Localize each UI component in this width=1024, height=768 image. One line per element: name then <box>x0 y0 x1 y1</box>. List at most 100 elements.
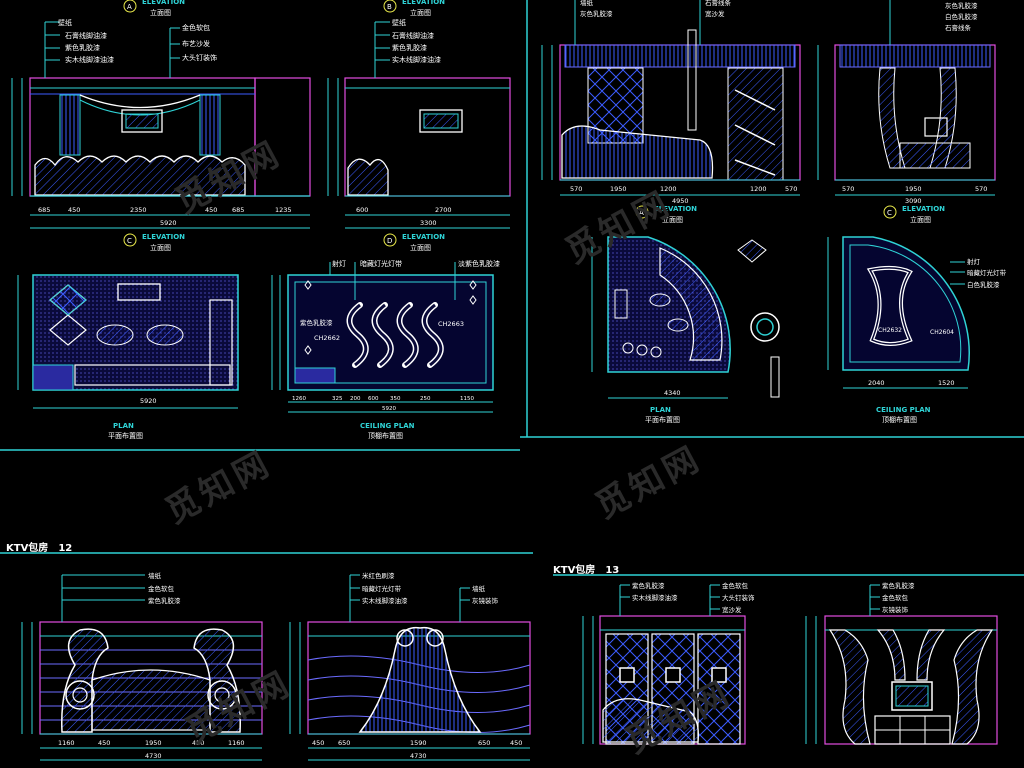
annotation-text: 紫色乳胶漆 <box>148 596 181 605</box>
dim-text: 4730 <box>410 752 427 760</box>
dim-text: 250 <box>420 396 431 402</box>
annotation-text: 墙纸 <box>148 571 162 580</box>
annotation-text: 紫色乳胶漆 <box>882 581 915 590</box>
dim-text: 4730 <box>145 752 162 760</box>
view-title: ELEVATION <box>654 205 697 213</box>
annotation-text: 宽沙发 <box>722 605 742 614</box>
dim-text: 570 <box>842 185 854 193</box>
dim-text: 1160 <box>58 739 75 747</box>
floor-plan-2 <box>591 236 780 399</box>
ceiling-plan-2 <box>827 236 970 389</box>
annotation-text: 金色软包 <box>182 23 210 32</box>
dim-text: 450 <box>98 739 110 747</box>
view-title: PLAN <box>113 422 134 430</box>
annotation-text: 大头钉装饰 <box>722 593 755 602</box>
view-title: ELEVATION <box>902 205 945 213</box>
dim-text: 450 <box>510 739 522 747</box>
annotation-text: 金色软包 <box>722 581 749 590</box>
floor-plan-1 <box>17 274 239 409</box>
dim-text: 570 <box>785 185 797 193</box>
annotation-text: 暗藏灯光灯带 <box>360 259 402 268</box>
annotation-text: 紫色乳胶漆 <box>300 318 333 327</box>
view-title: ELEVATION <box>142 0 185 6</box>
code-text: CH2632 <box>878 327 902 334</box>
dim-text: 1950 <box>905 185 922 193</box>
dim-text: 450 <box>205 206 217 214</box>
sheet-label-text: KTV包房 <box>6 543 49 554</box>
callout-circle <box>123 0 137 13</box>
view-subtitle: 立面图 <box>150 243 171 252</box>
sheet-number: 12 <box>58 543 73 554</box>
annotation-text: 暗藏灯光灯带 <box>362 584 402 593</box>
view-subtitle: 顶棚布置图 <box>882 415 917 424</box>
sheet-label-text: KTV包房 <box>553 565 596 576</box>
annotation-text: 墙纸 <box>580 0 594 7</box>
annotation-text: 射灯 <box>967 257 981 266</box>
callout-circle <box>635 205 649 219</box>
annotation-text: 壁纸 <box>392 18 406 27</box>
annotation-text: 石膏线条 <box>945 23 972 32</box>
annotation-text: 实木线脚漆油漆 <box>65 55 114 64</box>
annotation-text: 石膏线脚油漆 <box>392 31 434 40</box>
annotation-text: 大头钉装饰 <box>182 53 217 62</box>
dim-text: 450 <box>312 739 324 747</box>
dim-text: 1590 <box>410 739 427 747</box>
dim-text: 2700 <box>435 206 452 214</box>
annotation-text: 淡紫色乳胶漆 <box>458 259 500 268</box>
view-subtitle: 立面图 <box>150 8 171 17</box>
annotation-text: 紫色乳胶漆 <box>392 43 427 52</box>
view-subtitle: 平面布置图 <box>108 431 143 440</box>
view-title: ELEVATION <box>402 0 445 6</box>
dim-text: 1235 <box>275 206 292 214</box>
dim-text: 4950 <box>672 197 689 205</box>
dim-text: 570 <box>975 185 987 193</box>
dim-text: 1950 <box>145 739 162 747</box>
dim-text: 325 <box>332 396 343 402</box>
dim-text: 2040 <box>868 379 885 387</box>
view-subtitle: 顶棚布置图 <box>368 431 403 440</box>
annotation-text: 灰色乳胶漆 <box>945 1 978 10</box>
view-title: ELEVATION <box>142 233 185 241</box>
dim-text: 650 <box>478 739 490 747</box>
annotation-text: 灰镜装饰 <box>882 605 909 614</box>
annotation-text: 灰镜装饰 <box>472 596 499 605</box>
annotation-text: 白色乳胶漆 <box>945 12 978 21</box>
annotation-text: 实木线脚漆油漆 <box>632 593 678 602</box>
elevation-sheet12-b <box>289 574 531 761</box>
view-subtitle: 立面图 <box>662 215 683 224</box>
dim-text: 600 <box>368 396 379 402</box>
dim-text: 1160 <box>228 739 245 747</box>
annotation-text: 紫色乳胶漆 <box>65 43 100 52</box>
elevation-sheet12-a <box>21 574 263 761</box>
view-title: CEILING PLAN <box>360 422 415 430</box>
elevation-sheet13-a <box>582 584 746 745</box>
dim-text: 350 <box>390 396 401 402</box>
dim-text: 570 <box>570 185 582 193</box>
dim-text: 1260 <box>292 396 306 402</box>
dim-text: 600 <box>356 206 368 214</box>
elevation-c <box>541 0 801 196</box>
elevation-d <box>817 0 996 196</box>
dim-text: 450 <box>192 739 204 747</box>
callout-circle <box>123 233 137 247</box>
dim-text: 3090 <box>905 197 922 205</box>
annotation-text: 墙纸 <box>472 584 486 593</box>
annotation-text: 石膏线脚油漆 <box>65 31 107 40</box>
callout-label: C <box>887 209 892 217</box>
dim-text: 685 <box>38 206 50 214</box>
elevation-sheet13-b <box>805 584 998 745</box>
view-subtitle: 立面图 <box>910 215 931 224</box>
ceiling-plan-1 <box>271 262 494 413</box>
view-subtitle: 立面图 <box>410 8 431 17</box>
annotation-text: 金色软包 <box>148 584 175 593</box>
sheet-label: KTV包房 12 <box>6 539 72 554</box>
callout-label: D <box>387 237 392 245</box>
callout-label: C <box>127 237 132 245</box>
view-title: PLAN <box>650 406 671 414</box>
code-text: CH2662 <box>314 334 340 342</box>
dim-text: 4340 <box>664 389 681 397</box>
annotation-text: 壁纸 <box>58 18 72 27</box>
annotation-text: 布艺沙发 <box>182 39 210 48</box>
